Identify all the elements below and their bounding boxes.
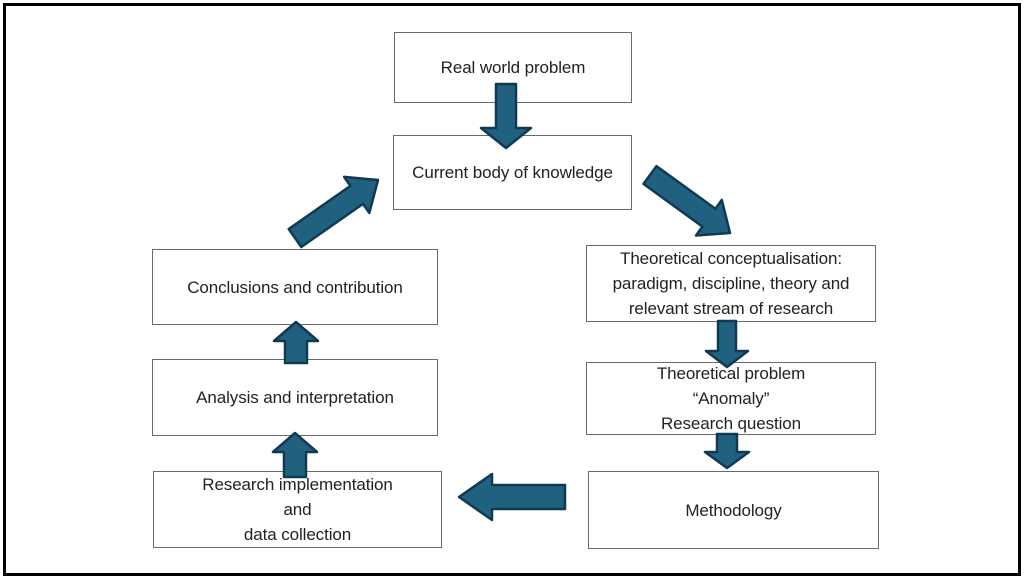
box-methodology: Methodology (588, 471, 879, 549)
box-theoretical-conceptualisation: Theoretical conceptualisation: paradigm,… (586, 245, 876, 322)
box-methodology-label: Methodology (685, 500, 782, 520)
box-theoretical-problem: Theoretical problem “Anomaly” Research q… (586, 362, 876, 435)
arrow-methodology-to-research-implementation (457, 472, 567, 522)
box-analysis-and-interpretation: Analysis and interpretation (152, 359, 438, 436)
box-research-implementation-label: Research implementation and data collect… (202, 475, 393, 544)
box-current-body-of-knowledge: Current body of knowledge (393, 135, 632, 210)
arrow-current-body-to-theoretical-conceptualisation (642, 164, 732, 237)
arrow-conclusions-to-current-body (287, 175, 380, 249)
box-conclusions-and-contribution: Conclusions and contribution (152, 249, 438, 325)
box-real-world-problem: Real world problem (394, 32, 632, 103)
box-theoretical-problem-label: Theoretical problem “Anomaly” Research q… (656, 364, 806, 433)
box-research-implementation: Research implementation and data collect… (153, 471, 442, 548)
box-theoretical-conceptualisation-label: Theoretical conceptualisation: paradigm,… (612, 249, 850, 318)
box-current-body-of-knowledge-label: Current body of knowledge (412, 163, 613, 182)
arrow-theoretical-problem-to-methodology (703, 432, 751, 470)
box-analysis-and-interpretation-label: Analysis and interpretation (196, 388, 394, 407)
box-real-world-problem-label: Real world problem (440, 58, 586, 77)
box-conclusions-and-contribution-label: Conclusions and contribution (187, 277, 403, 297)
arrow-analysis-to-conclusions (272, 320, 320, 365)
